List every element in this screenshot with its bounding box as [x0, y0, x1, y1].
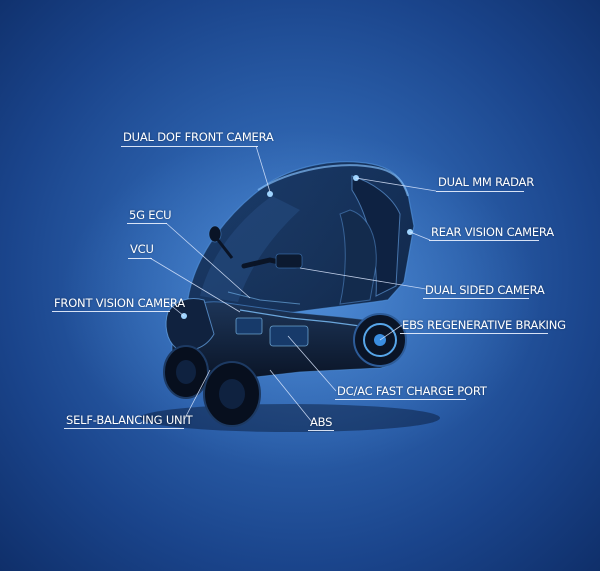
leader-line-5g-ecu: [165, 222, 251, 299]
label-dual-sided-camera: DUAL SIDED CAMERA: [425, 283, 545, 297]
leader-line-dual-sided-camera: [299, 267, 427, 290]
leader-line-abs: [269, 369, 313, 423]
leader-line-dual-mm-radar: [355, 177, 437, 192]
label-dc-ac-fast-charge-port: DC/AC FAST CHARGE PORT: [337, 384, 487, 398]
label-self-balancing-unit: SELF-BALANCING UNIT: [66, 413, 193, 427]
label-rear-vision-camera: REAR VISION CAMERA: [431, 225, 554, 239]
underline-dual-sided-camera: [423, 298, 529, 299]
leader-line-vcu: [149, 257, 241, 313]
leader-line-self-balancing-unit: [183, 369, 211, 421]
label-vcu: VCU: [130, 242, 154, 256]
label-front-vision-camera: FRONT VISION CAMERA: [54, 296, 185, 310]
underline-abs: [308, 430, 334, 431]
leader-line-front-vision-camera: [167, 302, 185, 317]
label-dual-dof-front-camera: DUAL DOF FRONT CAMERA: [123, 130, 274, 144]
underline-vcu: [128, 258, 152, 259]
leader-line-rear-vision-camera: [409, 231, 431, 241]
underline-dual-dof-front-camera: [121, 146, 258, 147]
underline-front-vision-camera: [52, 311, 170, 312]
underline-5g-ecu: [127, 223, 167, 224]
underline-ebs-regenerative-braking: [400, 333, 548, 334]
vehicle-body: [163, 161, 415, 427]
underline-dual-mm-radar: [436, 191, 524, 192]
leader-line-dc-ac-fast-charge-port: [287, 335, 337, 392]
label-5g-ecu: 5G ECU: [129, 208, 172, 222]
leader-line-dual-dof-front-camera: [255, 145, 271, 193]
leader-line-ebs-regenerative-braking: [379, 324, 403, 341]
underline-dc-ac-fast-charge-port: [335, 399, 466, 400]
underline-self-balancing-unit: [64, 428, 184, 429]
label-dual-mm-radar: DUAL MM RADAR: [438, 175, 535, 189]
underline-rear-vision-camera: [429, 240, 539, 241]
label-abs: ABS: [310, 415, 333, 429]
label-ebs-regenerative-braking: EBS REGENERATIVE BRAKING: [402, 318, 566, 332]
